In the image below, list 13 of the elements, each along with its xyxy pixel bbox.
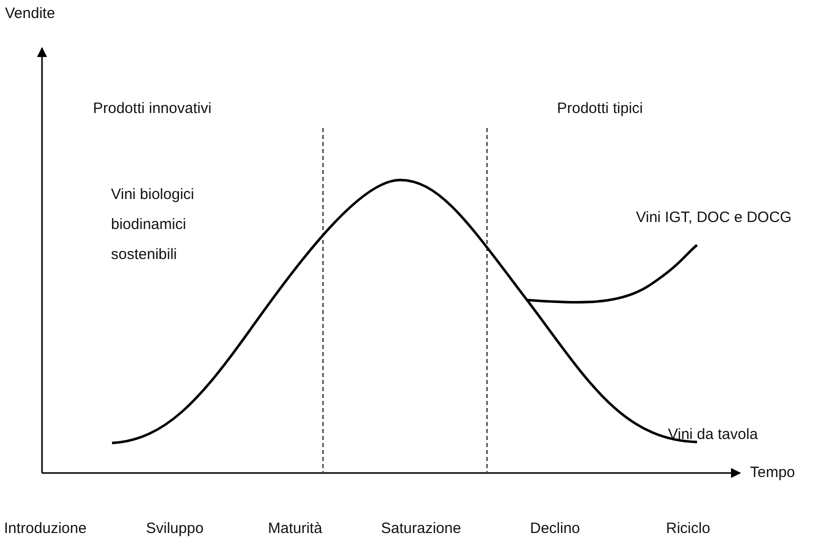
curve-label: Vini da tavola xyxy=(668,426,758,444)
curve-label: Vini biologici biodinamici sostenibili xyxy=(111,185,196,265)
region-heading: Prodotti innovativi xyxy=(93,100,212,118)
stage-label: Saturazione xyxy=(381,520,462,538)
stage-label: Maturità xyxy=(268,520,322,538)
axis-title: Vendite xyxy=(5,5,56,23)
stage-label: Riciclo xyxy=(666,520,710,538)
stage-label: Sviluppo xyxy=(146,520,204,538)
axis-title: Tempo xyxy=(750,464,796,482)
region-heading: Prodotti tipici xyxy=(557,100,643,118)
stage-label: Introduzione xyxy=(4,520,87,538)
stage-label: Declino xyxy=(530,520,580,538)
curve-label: Vini IGT, DOC e DOCG xyxy=(636,209,792,227)
